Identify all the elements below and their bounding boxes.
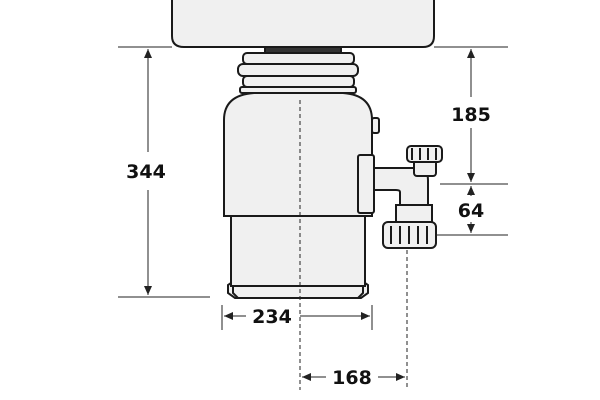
- dimension-168-label: 168: [332, 367, 372, 389]
- dimension-outlet-distance: 168: [302, 367, 405, 389]
- dimension-outlet-offset: 64: [436, 186, 508, 236]
- outlet-elbow: [373, 145, 443, 249]
- dimension-inlet-height: 185: [434, 46, 508, 185]
- outlet-connector-plate: [357, 154, 375, 214]
- dimension-185-label: 185: [451, 104, 491, 126]
- dimension-64-label: 64: [458, 200, 484, 222]
- dimension-body-width: 234: [221, 305, 373, 330]
- dimension-344-label: 344: [126, 161, 166, 183]
- sink-bowl: [171, 0, 435, 48]
- reset-button: [371, 117, 380, 134]
- mounting-collar: [237, 46, 359, 94]
- dimension-height-total: 344: [118, 46, 210, 298]
- disposer-body: [223, 92, 373, 217]
- dimension-234-label: 234: [252, 306, 292, 328]
